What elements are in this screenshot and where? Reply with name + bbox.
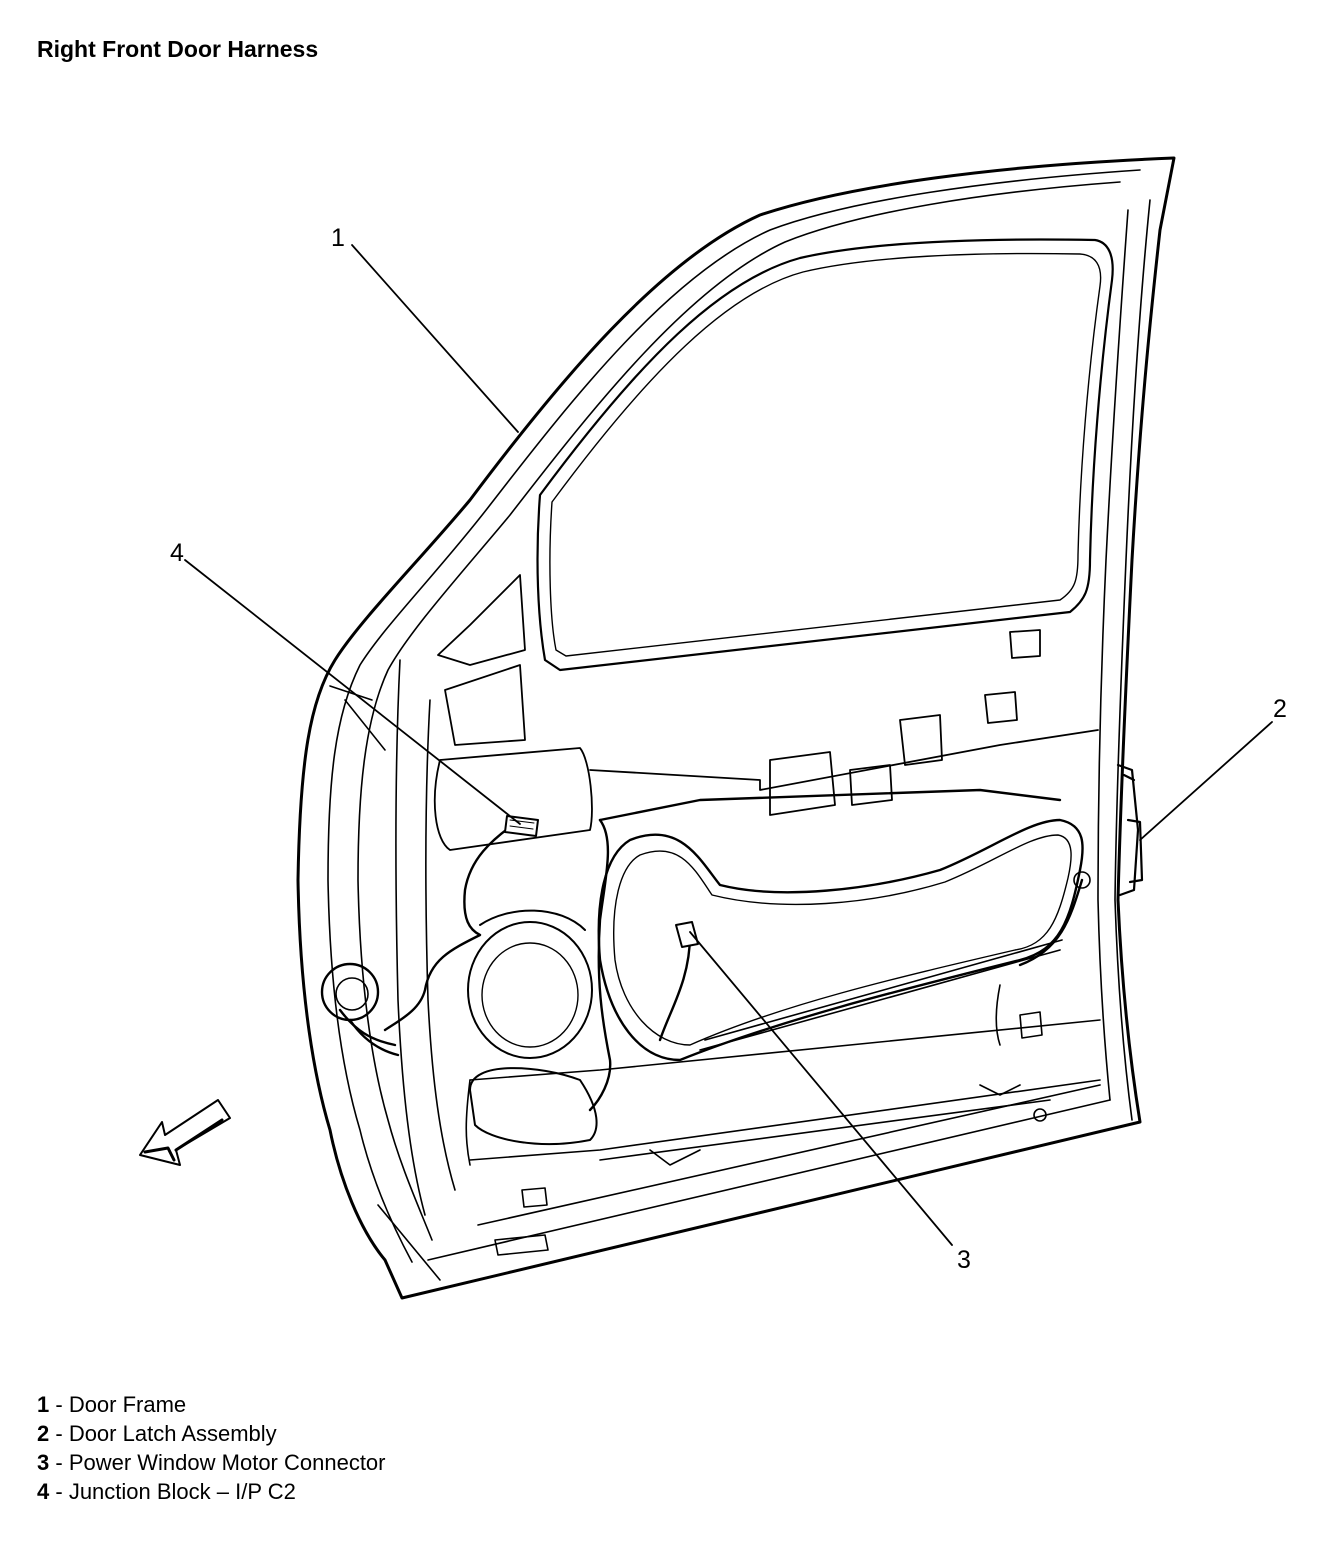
leader-lines xyxy=(184,244,1273,1246)
legend-number: 4 xyxy=(37,1479,50,1504)
window-regulator xyxy=(699,871,1091,1051)
leader-line-1 xyxy=(351,244,519,433)
legend-number: 2 xyxy=(37,1421,50,1446)
harness-grommet xyxy=(320,962,400,1057)
speaker xyxy=(467,909,598,1145)
legend-label: Junction Block – I/P C2 xyxy=(68,1479,296,1504)
front-direction-arrow xyxy=(139,1099,231,1166)
diagram-title: Right Front Door Harness xyxy=(37,36,319,62)
legend-separator: - xyxy=(49,1450,69,1475)
legend-item-2: 2 - Door Latch Assembly xyxy=(37,1419,386,1448)
leader-line-4 xyxy=(184,559,521,825)
junction-block-cover xyxy=(433,747,593,851)
legend-separator: - xyxy=(49,1421,69,1446)
legend-separator: - xyxy=(49,1392,69,1417)
mirror-mount xyxy=(437,574,526,746)
inner-panel-opening xyxy=(597,818,1084,1062)
callout-4: 4 xyxy=(170,539,184,567)
wiring-harness xyxy=(383,788,1084,1112)
door-latch xyxy=(1116,763,1144,897)
power-window-motor-connector xyxy=(675,921,699,948)
legend: 1 - Door Frame 2 - Door Latch Assembly 3… xyxy=(37,1390,386,1506)
junction-block-connector xyxy=(504,815,539,837)
legend-label: Door Frame xyxy=(68,1392,187,1417)
callout-1: 1 xyxy=(331,224,345,252)
lower-panel xyxy=(465,1011,1101,1256)
legend-label: Power Window Motor Connector xyxy=(68,1450,386,1475)
leader-line-2 xyxy=(1139,721,1273,841)
window-opening xyxy=(536,238,1114,672)
callout-2: 2 xyxy=(1273,695,1287,723)
legend-number: 1 xyxy=(37,1392,50,1417)
legend-item-1: 1 - Door Frame xyxy=(37,1390,386,1419)
legend-separator: - xyxy=(49,1479,69,1504)
legend-item-3: 3 - Power Window Motor Connector xyxy=(37,1448,386,1477)
leader-line-3 xyxy=(689,931,953,1246)
legend-label: Door Latch Assembly xyxy=(68,1421,277,1446)
legend-item-4: 4 - Junction Block – I/P C2 xyxy=(37,1477,386,1506)
door-frame-inner-lines xyxy=(327,169,1151,1281)
callout-3: 3 xyxy=(957,1246,971,1274)
door-frame xyxy=(296,156,1176,1300)
legend-number: 3 xyxy=(37,1450,50,1475)
